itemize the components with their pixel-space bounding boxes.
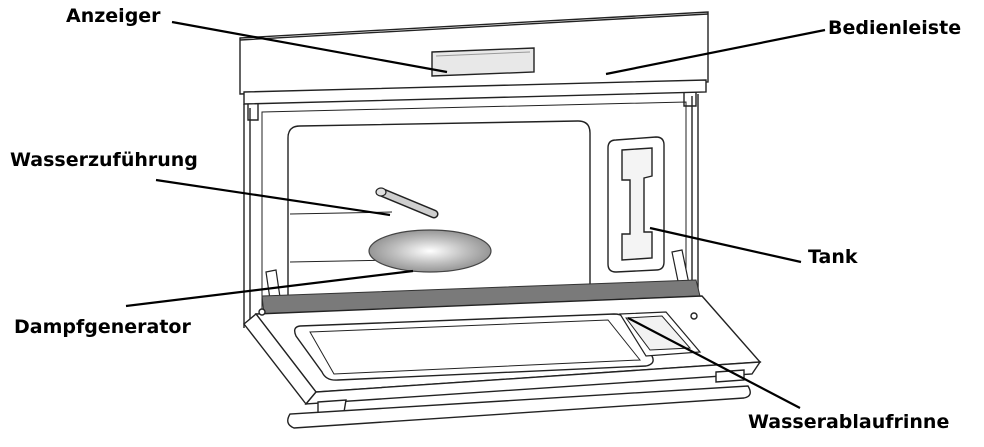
leader-wasserablaufrinne: [627, 317, 801, 409]
leader-anzeiger: [171, 20, 448, 74]
leader-lines: [125, 20, 826, 409]
label-tank: Tank: [808, 246, 858, 268]
steam-generator: [368, 229, 492, 273]
display-window: [431, 47, 535, 77]
label-wasserzufuhrung: Wasserzuführung: [10, 149, 198, 171]
water-supply-pipe: [375, 187, 439, 219]
door-handle: [287, 369, 751, 429]
water-tank: [607, 136, 665, 273]
leader-bedienleiste: [605, 28, 826, 76]
label-wasserablaufrinne: Wasserablaufrinne: [748, 411, 950, 433]
leader-tank: [649, 226, 802, 264]
label-bedienleiste: Bedienleiste: [828, 17, 962, 39]
leader-wasserzufuhrung: [155, 178, 391, 217]
label-anzeiger: Anzeiger: [66, 5, 161, 27]
leader-dampfgenerator: [125, 269, 414, 308]
label-dampfgenerator: Dampfgenerator: [14, 316, 191, 338]
